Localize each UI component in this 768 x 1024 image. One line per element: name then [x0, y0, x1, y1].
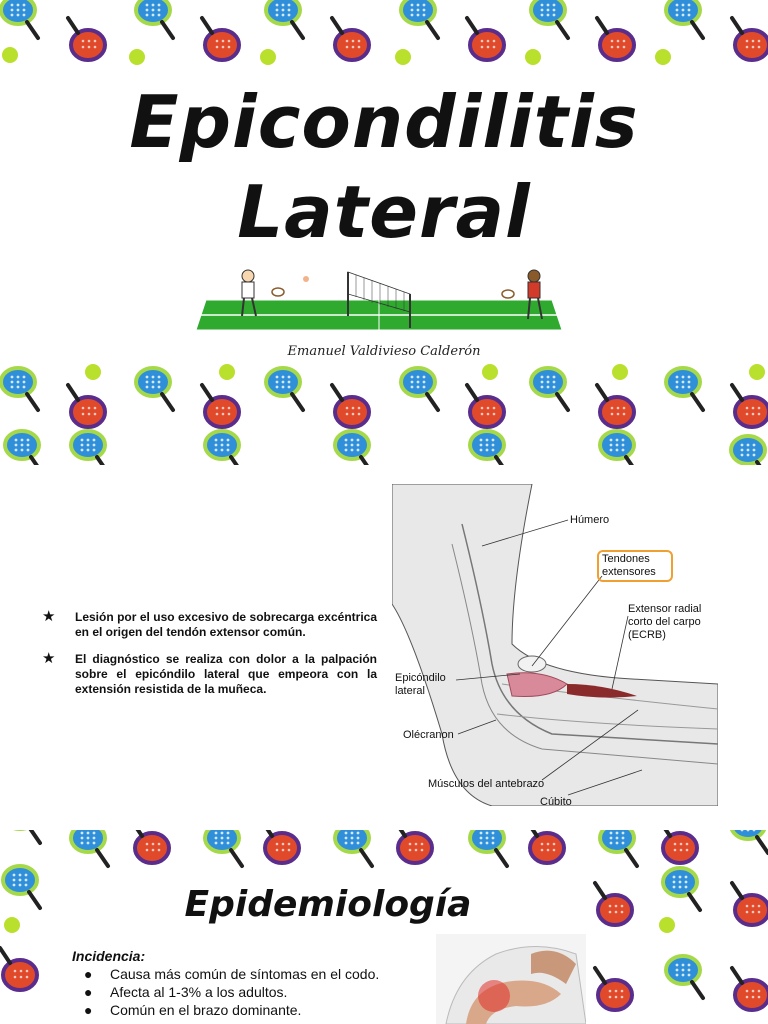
title-line-1: Epicondilitis: [129, 80, 639, 164]
ball: [303, 276, 309, 282]
bullet-dot-icon: ●: [84, 1002, 93, 1018]
list-item: ● Común en el brazo dominante.: [84, 1001, 379, 1019]
bullet-text: Lesión por el uso excesivo de sobrecarga…: [75, 610, 377, 639]
author-name: Emanuel Valdivieso Calderón: [287, 344, 481, 359]
middle-racket-band-1: [0, 364, 768, 480]
label-olecranon: Olécranon: [403, 729, 454, 741]
tendones-highlight-box: [597, 550, 673, 582]
net: [347, 271, 411, 328]
elbow-pain-photo: [436, 934, 586, 1024]
label-ecrb: Extensor radial corto del carpo (ECRB): [628, 603, 702, 641]
incidence-list: ● Causa más común de síntomas en el codo.…: [84, 965, 379, 1019]
star-icon: ★: [42, 608, 56, 625]
incidence-label: Incidencia:: [72, 948, 146, 964]
label-epicondilo-lateral: Epicóndilo lateral: [395, 672, 446, 697]
definition-bullet-list: ★ Lesión por el uso excesivo de sobrecar…: [42, 608, 377, 709]
bullet-dot-icon: ●: [84, 966, 93, 982]
definition-bullet: ★ El diagnóstico se realiza con dolor a …: [42, 650, 377, 697]
epidemiology-title: Epidemiología: [184, 884, 472, 925]
label-cubito: Cúbito: [540, 796, 572, 808]
elbow-anatomy-diagram: [392, 484, 718, 806]
tennis-court-illustration: [196, 269, 562, 331]
list-item-text: Común en el brazo dominante.: [110, 1002, 302, 1018]
player-right: [501, 269, 543, 320]
bullet-text: El diagnóstico se realiza con dolor a la…: [75, 652, 377, 696]
bullet-dot-icon: ●: [84, 984, 93, 1000]
top-racket-band: [0, 0, 768, 65]
player-left: [241, 269, 285, 317]
label-tendones-extensores: Tendones extensores: [602, 553, 656, 578]
title-line-2: Lateral: [237, 170, 531, 254]
definition-bullet: ★ Lesión por el uso excesivo de sobrecar…: [42, 608, 377, 640]
list-item: ● Causa más común de síntomas en el codo.: [84, 965, 379, 983]
list-item-text: Causa más común de síntomas en el codo.: [110, 966, 380, 982]
list-item-text: Afecta al 1-3% a los adultos.: [110, 984, 288, 1000]
label-humero: Húmero: [570, 514, 610, 526]
label-musculos-antebrazo: Músculos del antebrazo: [428, 778, 545, 790]
list-item: ● Afecta al 1-3% a los adultos.: [84, 983, 379, 1001]
star-icon: ★: [42, 650, 56, 667]
